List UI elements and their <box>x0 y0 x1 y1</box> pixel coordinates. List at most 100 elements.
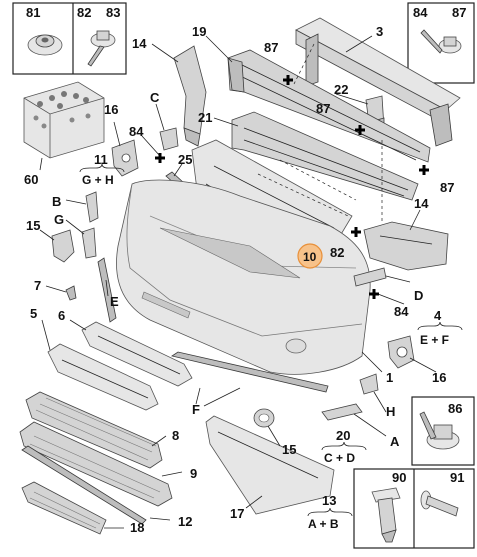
bolt-86-icon <box>419 411 460 450</box>
callout-15: 15 <box>26 218 40 233</box>
callout-F: F <box>192 402 200 417</box>
callout-86: 86 <box>448 401 462 416</box>
callout-84: 84 <box>394 304 409 319</box>
callout-22: 22 <box>334 82 348 97</box>
callout-B: B <box>52 194 61 209</box>
callout-4-sub: E + F <box>420 333 449 347</box>
callout-labels: 81 82 83 84 87 14 19 87 3 22 C 87 16 84 … <box>24 5 466 535</box>
fastener-kit-60 <box>23 81 105 159</box>
strip-12 <box>21 445 147 525</box>
callout-G: G <box>54 212 64 227</box>
callout-16: 16 <box>104 102 118 117</box>
clip-90-icon <box>371 487 401 543</box>
callout-12: 12 <box>178 514 192 529</box>
cross-markers <box>155 75 429 299</box>
callout-20: 20 <box>336 428 350 443</box>
bolt-84-87-icon <box>420 29 462 54</box>
bracket-16-right <box>387 335 415 369</box>
group-braces <box>79 163 463 517</box>
callout-91: 91 <box>450 470 464 485</box>
callout-11: 11 <box>94 152 108 167</box>
central-trim-17 <box>205 415 335 515</box>
clip-7 <box>65 285 77 301</box>
callout-7: 7 <box>34 278 41 293</box>
callout-83: 83 <box>106 5 120 20</box>
fastener-box-90-91 <box>353 468 475 549</box>
side-bracket-14-upper <box>173 45 207 147</box>
callout-13: 13 <box>322 493 336 508</box>
bracket-15-left <box>51 229 75 263</box>
callout-4: 4 <box>434 308 442 323</box>
callout-87: 87 <box>264 40 278 55</box>
callout-21: 21 <box>198 110 212 125</box>
callout-87: 87 <box>316 101 330 116</box>
callout-87: 87 <box>452 5 466 20</box>
callout-A: A <box>390 434 400 449</box>
bumper-shell-1 <box>116 179 371 375</box>
callout-H: H <box>386 404 395 419</box>
guide-lines <box>257 43 383 222</box>
lower-mesh-18 <box>21 481 107 535</box>
callout-14: 14 <box>414 196 429 211</box>
callout-1: 1 <box>386 370 393 385</box>
callout-90: 90 <box>392 470 406 485</box>
callout-20-sub: C + D <box>324 451 355 465</box>
bracket-A <box>321 403 363 421</box>
chevron-grille-6 <box>81 321 193 387</box>
bolt-83-icon <box>87 30 116 67</box>
absorber-21 <box>231 111 419 201</box>
mesh-grille-8 <box>25 391 163 469</box>
strip-F <box>171 351 329 393</box>
absorber-19 <box>227 49 431 163</box>
callout-E: E <box>110 294 119 309</box>
callout-16: 16 <box>432 370 446 385</box>
callout-11-sub: G + H <box>82 173 114 187</box>
callout-84: 84 <box>129 124 144 139</box>
callout-9: 9 <box>190 466 197 481</box>
callout-8: 8 <box>172 428 179 443</box>
crash-bar-3 <box>295 17 461 147</box>
callout-6: 6 <box>58 308 65 323</box>
fastener-box-81-82-83 <box>12 2 127 75</box>
callout-60: 60 <box>24 172 38 187</box>
clip-H <box>359 373 379 395</box>
callout-13-sub: A + B <box>308 517 339 531</box>
callout-10: 10 <box>303 250 317 264</box>
callout-19: 19 <box>192 24 206 39</box>
cross-marker <box>351 227 361 237</box>
cross-marker <box>355 125 365 135</box>
bracket-16-left <box>111 139 139 177</box>
clip-D <box>353 267 387 287</box>
bracket-B <box>85 191 99 223</box>
cross-marker <box>419 165 429 175</box>
highlight-circle-10 <box>297 243 323 269</box>
nut-81-icon <box>27 34 63 56</box>
callout-25: 25 <box>178 152 192 167</box>
callout-18: 18 <box>130 520 144 535</box>
lower-grille-9 <box>19 421 173 507</box>
leader-lines <box>39 35 437 529</box>
rivet-91-icon <box>420 490 459 517</box>
fastener-box-86 <box>411 396 475 466</box>
fog-light-15 <box>253 408 275 428</box>
cross-marker <box>369 289 379 299</box>
fastener-box-84-87 <box>407 2 475 84</box>
callout-87: 87 <box>440 180 454 195</box>
clip-C <box>159 127 179 151</box>
callout-17: 17 <box>230 506 244 521</box>
cross-marker <box>155 153 165 163</box>
callout-84: 84 <box>413 5 428 20</box>
callout-3: 3 <box>376 24 383 39</box>
callout-5: 5 <box>30 306 37 321</box>
callout-D: D <box>414 288 423 303</box>
callout-82: 82 <box>330 245 344 260</box>
callout-C: C <box>150 90 160 105</box>
cross-marker <box>283 75 293 85</box>
callout-82: 82 <box>77 5 91 20</box>
chevron-grille-5 <box>47 343 159 411</box>
side-bracket-14-right <box>363 221 449 271</box>
clip-G <box>81 227 97 259</box>
callout-81: 81 <box>26 5 40 20</box>
callout-15: 15 <box>282 442 296 457</box>
